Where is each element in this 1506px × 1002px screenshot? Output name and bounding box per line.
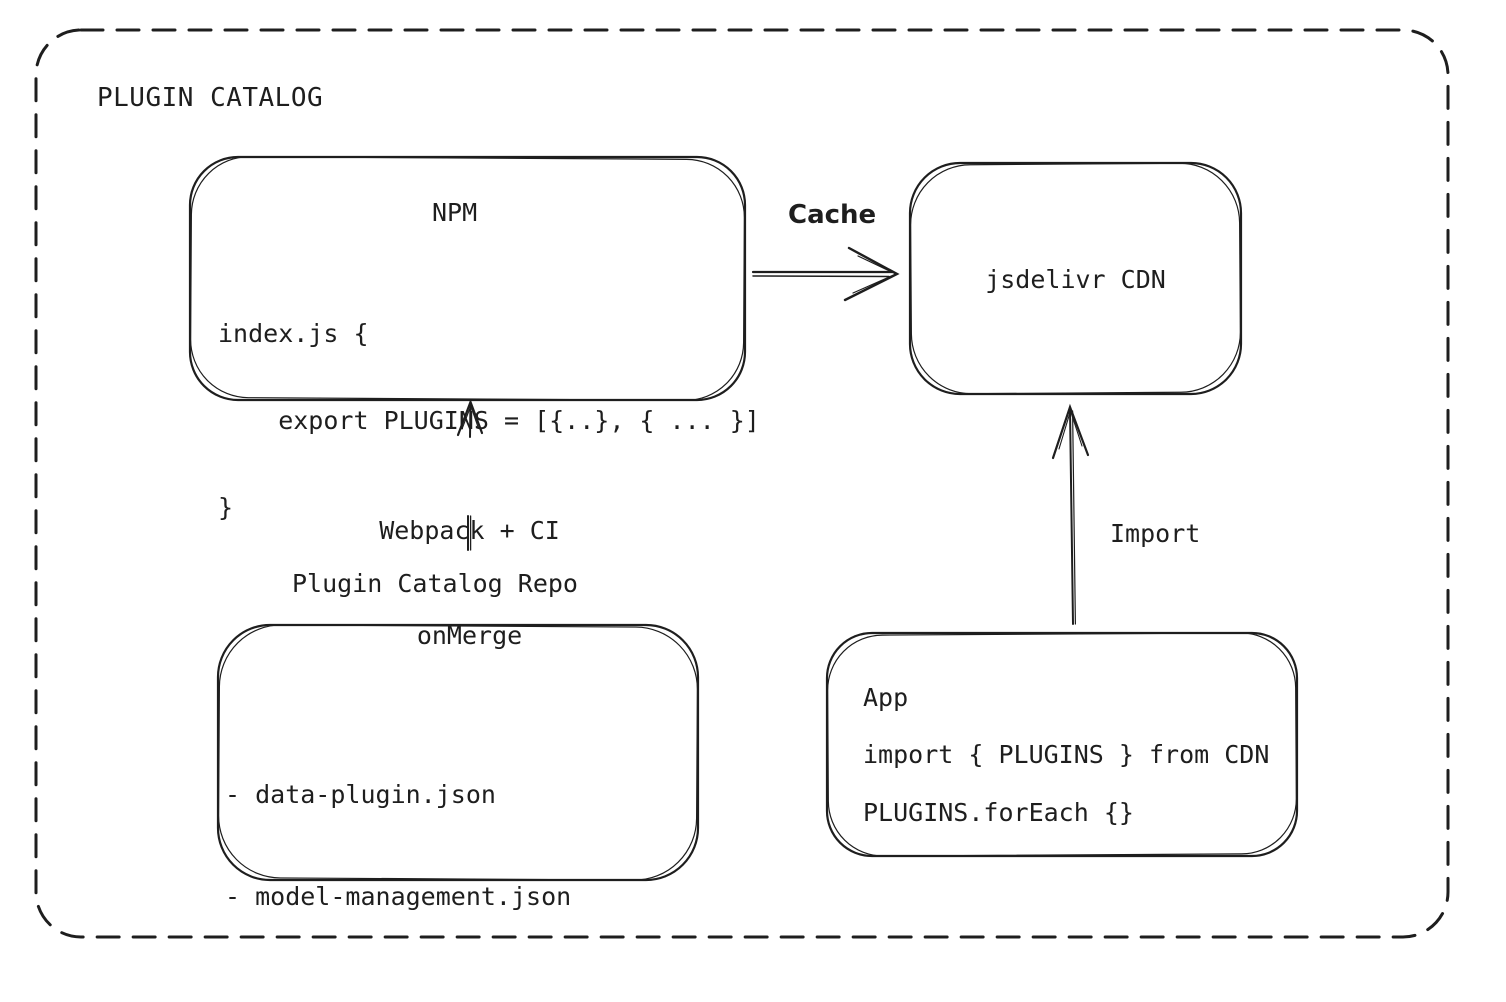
frame-title: PLUGIN CATALOG <box>97 83 324 113</box>
repo-file-line: - data-plugin.json <box>225 780 496 809</box>
cdn-box-outline-echo <box>910 162 1241 395</box>
import-arrowhead-echo <box>1058 409 1083 450</box>
import-arrow <box>1051 403 1090 625</box>
app-box <box>825 631 1299 858</box>
cache-arrowhead-echo <box>852 255 898 294</box>
repo-box-outline <box>216 623 700 882</box>
repo-box-label: Plugin Catalog Repo <box>292 569 578 598</box>
npm-box <box>188 155 747 402</box>
build-arrow <box>456 398 484 551</box>
app-box-title: App <box>863 683 909 712</box>
npm-box-outline <box>188 155 747 402</box>
npm-box-title: NPM <box>432 198 478 227</box>
cache-arrow <box>751 246 900 302</box>
npm-code-block: index.js { export PLUGINS = [{..}, { ...… <box>218 261 760 580</box>
npm-code-line: export PLUGINS = [{..}, { ... }] <box>218 406 760 435</box>
repo-box-outline-echo <box>218 624 698 881</box>
npm-box-outline-echo <box>190 156 745 401</box>
build-arrow-label-line: onMerge <box>416 621 523 650</box>
build-arrow-label-line: Webpack + CI <box>379 516 560 545</box>
app-code-line: import { PLUGINS } from CDN <box>863 740 1270 769</box>
repo-file-list: - data-plugin.json - model-management.js… <box>225 710 571 1002</box>
cdn-box-outline <box>908 161 1243 396</box>
cdn-box <box>908 161 1243 396</box>
build-arrowhead-echo <box>461 404 479 430</box>
frame-outline <box>34 28 1450 939</box>
app-code-line: PLUGINS.forEach {} <box>863 798 1134 827</box>
build-arrowhead <box>456 398 484 437</box>
import-arrow-shaft-echo <box>1071 410 1077 625</box>
build-arrow-label: Webpack + CI onMerge <box>329 443 610 723</box>
repo-box <box>216 623 700 882</box>
npm-code-line: index.js { <box>218 319 369 348</box>
import-arrowhead <box>1051 403 1090 460</box>
cache-arrow-label: Cache <box>788 200 877 230</box>
import-arrow-label: Import <box>1110 519 1201 548</box>
app-box-outline <box>825 631 1299 858</box>
app-box-outline-echo <box>827 632 1297 857</box>
cache-arrowhead <box>843 246 900 302</box>
npm-code-line: } <box>218 493 234 522</box>
import-arrow-shaft <box>1069 408 1074 625</box>
plugin-catalog-frame <box>34 28 1450 939</box>
cdn-box-label: jsdelivr CDN <box>985 265 1166 294</box>
repo-file-line: ... <box>225 984 271 1002</box>
repo-file-line: - model-management.json <box>225 882 572 911</box>
cache-arrow-shaft-echo <box>752 275 890 278</box>
